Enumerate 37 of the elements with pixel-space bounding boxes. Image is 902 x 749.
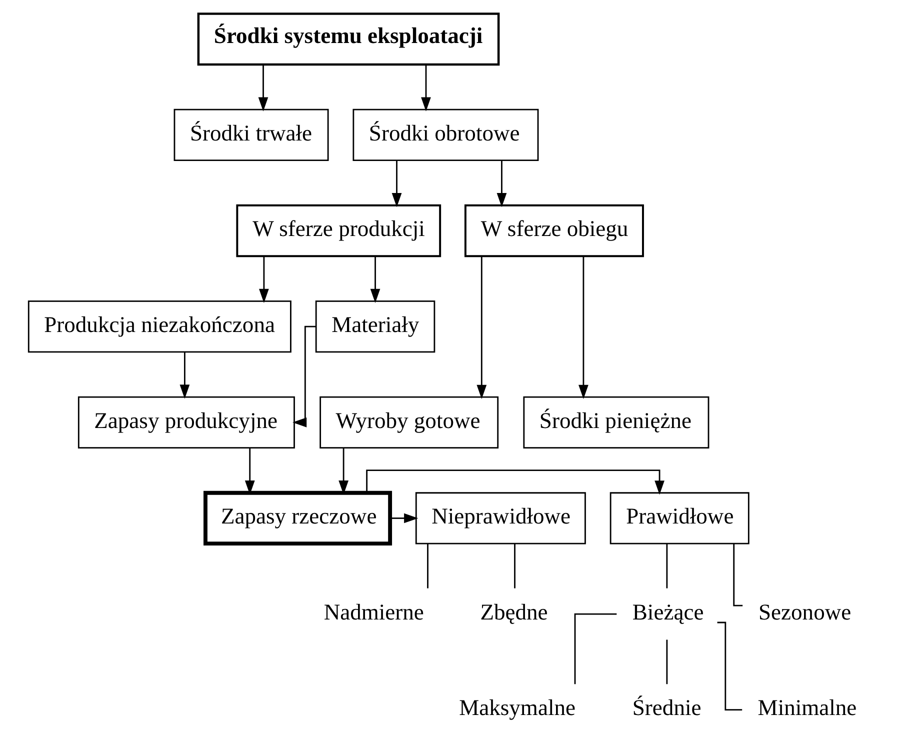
- node-text: Bieżące: [632, 599, 704, 624]
- arrow: [421, 64, 431, 112]
- node-text: Zbędne: [480, 599, 548, 624]
- arrow: [392, 160, 402, 208]
- arrow: [292, 326, 316, 428]
- connector: [574, 613, 617, 684]
- node-text: Minimalne: [758, 695, 857, 720]
- node-box: Prawidłowe: [610, 492, 750, 544]
- connector: [427, 544, 428, 588]
- arrow: [258, 64, 268, 112]
- node-text: Sezonowe: [758, 599, 852, 624]
- node-box: W sferze produkcji: [236, 204, 442, 258]
- node-box: Środki pieniężne: [523, 396, 710, 448]
- node-text: Średnie: [632, 695, 702, 720]
- arrow: [578, 256, 588, 399]
- node-box: Nieprawidłowe: [415, 492, 586, 544]
- arrow: [496, 160, 507, 208]
- arrow: [390, 513, 418, 524]
- arrow: [476, 256, 487, 399]
- connector: [666, 544, 668, 588]
- node-text: Maksymalne: [459, 695, 576, 720]
- node-text: Nadmierne: [324, 599, 424, 624]
- node-box: Środki systemu eksploatacji: [197, 12, 500, 66]
- arrow: [366, 470, 664, 495]
- arrow: [259, 256, 269, 303]
- node-box: Wyroby gotowe: [320, 396, 499, 448]
- connector: [514, 544, 516, 588]
- node-box: W sferze obiegu: [464, 204, 644, 258]
- arrow: [370, 256, 380, 303]
- node-box: Środki trwałe: [174, 108, 329, 162]
- connector: [666, 640, 668, 684]
- node-box: Zapasy rzeczowe: [204, 490, 392, 546]
- arrow: [180, 352, 190, 399]
- node-box: Środki obrotowe: [352, 108, 539, 162]
- node-box: Zapasy produkcyjne: [78, 396, 295, 448]
- node-box: Produkcja niezakończona: [28, 300, 292, 353]
- node-box: Materiały: [315, 300, 436, 353]
